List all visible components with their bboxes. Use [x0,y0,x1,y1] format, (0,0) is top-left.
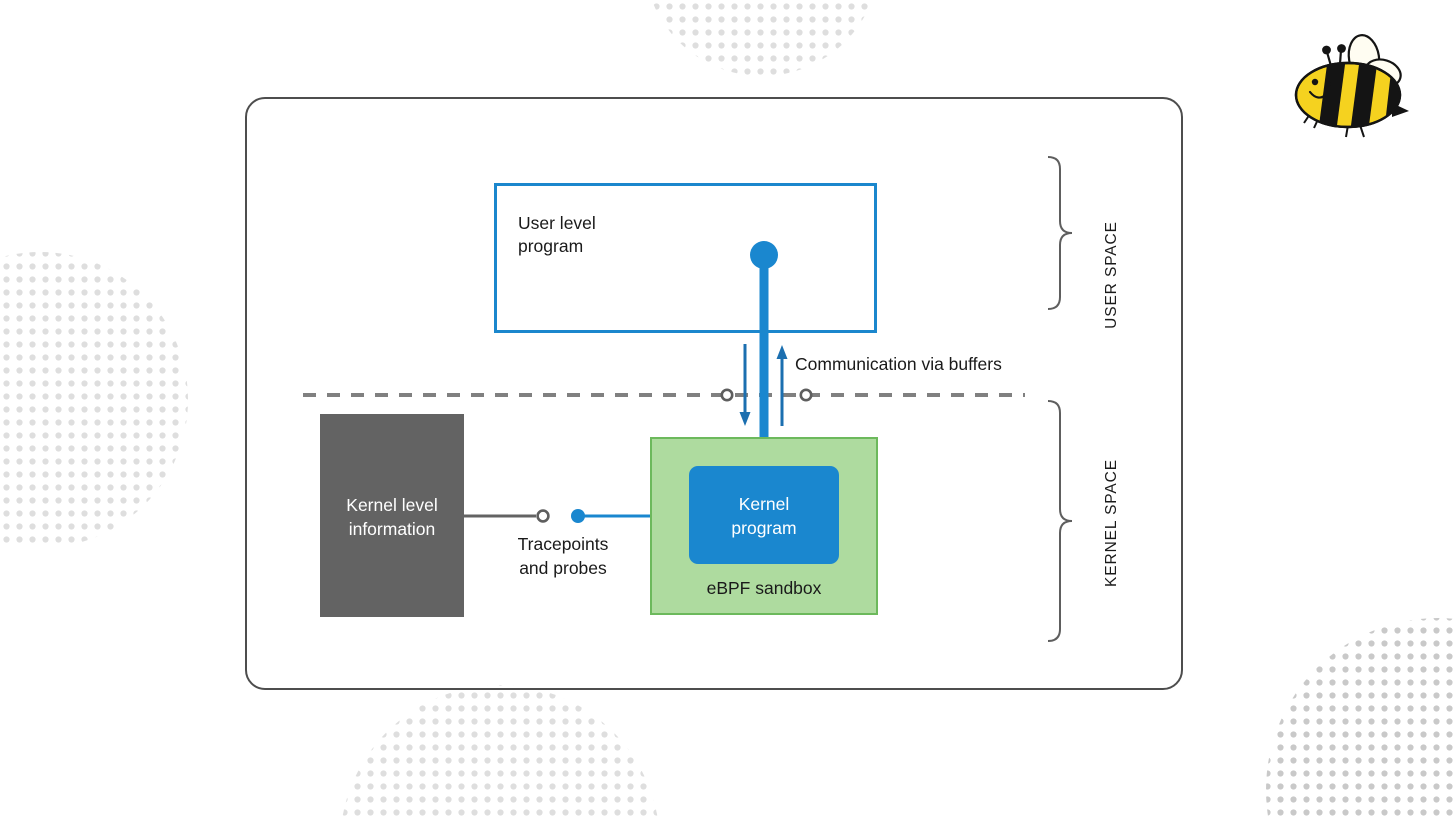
tracepoints-and-probes-label: Tracepoints and probes [517,534,609,578]
user-level-program-box[interactable] [494,183,877,333]
kernel-level-information-label: Kernel level information [346,495,438,539]
kernel-level-information-box[interactable] [320,414,464,617]
user-level-program-label: User level program [518,213,596,256]
diagram-frame [245,97,1183,690]
kernel-program-box[interactable] [689,466,839,564]
kernel-program-label: Kernel program [731,494,797,538]
kernel-space-label: KERNEL SPACE [1103,459,1120,587]
communication-via-buffers-label: Communication via buffers [795,354,1002,374]
bee-mascot-icon [1294,34,1409,138]
ebpf-sandbox-label: eBPF sandbox [706,578,822,598]
user-space-label: USER SPACE [1103,221,1120,329]
